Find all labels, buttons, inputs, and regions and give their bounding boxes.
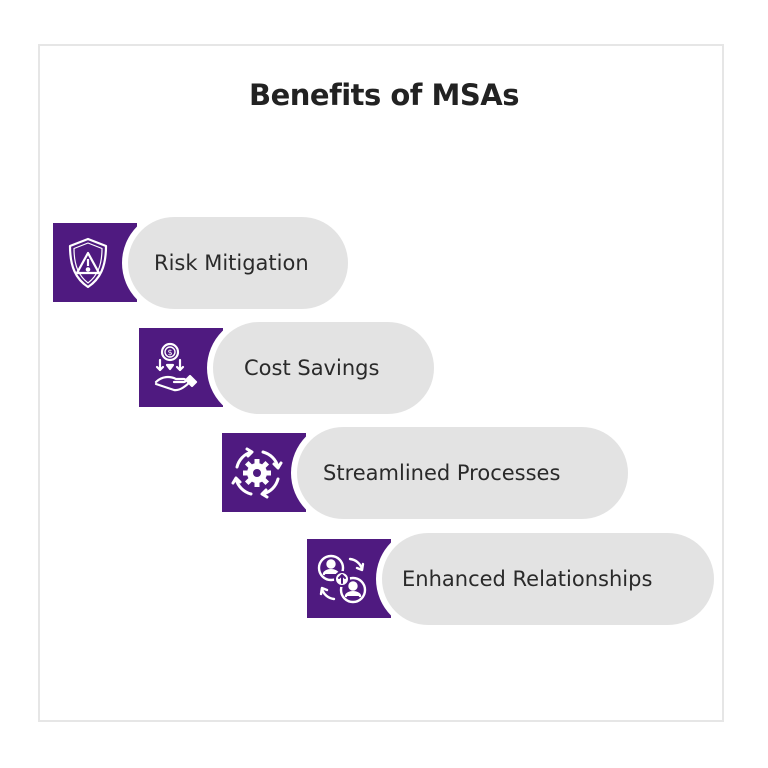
hand-money-icon: $ [139,328,223,407]
diagram-title: Benefits of MSAs [249,78,519,112]
benefit-label: Streamlined Processes [323,461,561,485]
benefit-label: Risk Mitigation [154,251,309,275]
benefit-pill: Streamlined Processes [297,427,628,519]
benefit-pill: Risk Mitigation [128,217,348,309]
shield-warning-icon [53,223,137,302]
benefit-pill: Enhanced Relationships [382,533,714,625]
benefit-label: Enhanced Relationships [402,567,653,591]
benefit-pill: Cost Savings [213,322,434,414]
people-exchange-icon [307,539,391,618]
svg-text:$: $ [167,348,172,357]
gear-cycle-icon [222,433,306,512]
benefit-label: Cost Savings [244,356,380,380]
